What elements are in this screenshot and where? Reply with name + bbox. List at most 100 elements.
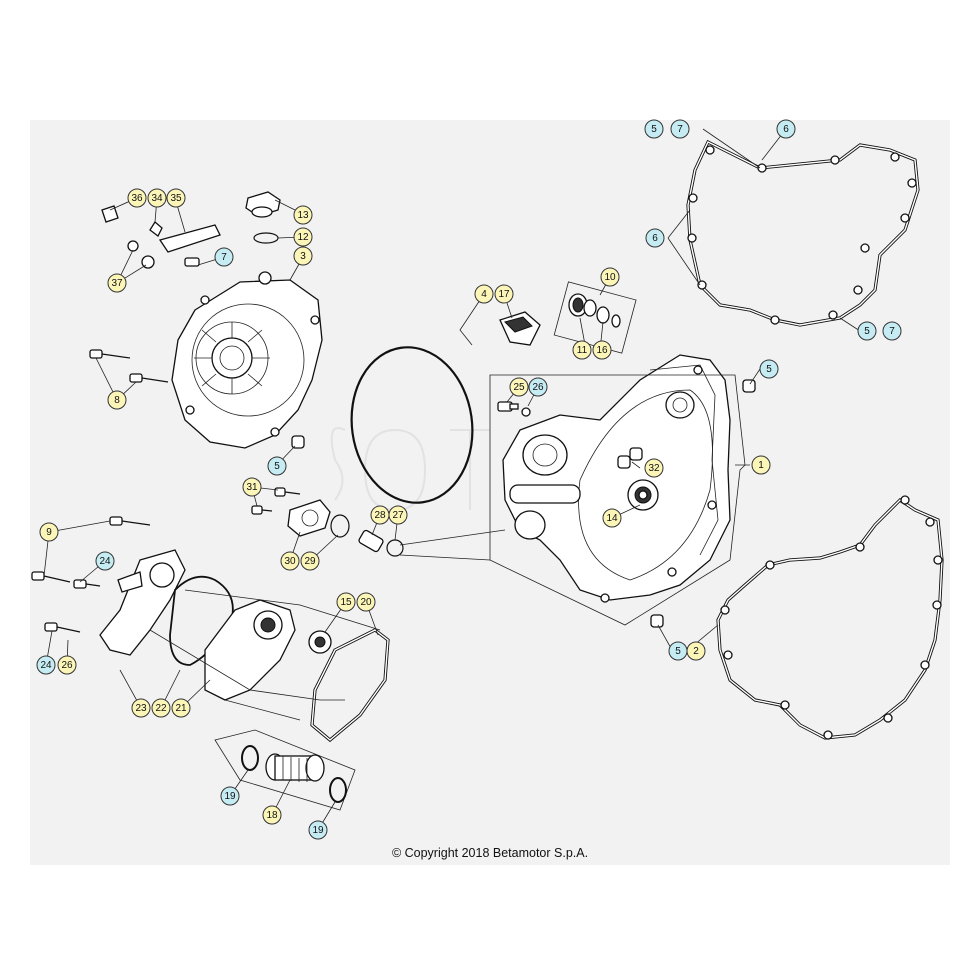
callout-9: 9 (39, 522, 59, 542)
callout-27: 27 (388, 505, 408, 525)
callout-20: 20 (356, 592, 376, 612)
callout-6: 6 (645, 228, 665, 248)
group-bracket-1 (489, 374, 746, 626)
callout-7: 7 (670, 119, 690, 139)
callout-5: 5 (668, 641, 688, 661)
callout-number: 5 (675, 646, 681, 657)
callout-14: 14 (602, 508, 622, 528)
callout-12: 12 (293, 227, 313, 247)
callout-number: 14 (606, 513, 618, 524)
dowel-32 (617, 447, 643, 469)
callout-number: 17 (498, 289, 510, 300)
pump-cover-23 (99, 549, 186, 656)
callout-5: 5 (759, 359, 779, 379)
callout-18: 18 (262, 805, 282, 825)
callout-31: 31 (242, 477, 262, 497)
callout-number: 6 (652, 233, 658, 244)
callout-number: 19 (312, 825, 324, 836)
callout-30: 30 (280, 551, 300, 571)
pump-housing-30 (287, 499, 350, 538)
impeller-shaft-28 (358, 529, 404, 557)
callout-number: 8 (114, 395, 120, 406)
watermark-graphic (330, 427, 490, 512)
group-bracket-18 (214, 729, 356, 811)
ignition-cover-3 (171, 271, 323, 449)
callout-35: 35 (166, 188, 186, 208)
callout-7: 7 (882, 321, 902, 341)
bolts-9 (31, 516, 151, 583)
bearing-18 (265, 753, 325, 782)
callout-10: 10 (600, 267, 620, 287)
callout-number: 15 (340, 597, 352, 608)
callout-37: 37 (107, 273, 127, 293)
callout-24: 24 (95, 551, 115, 571)
callout-number: 5 (274, 461, 280, 472)
callout-number: 5 (766, 364, 772, 375)
callout-number: 29 (304, 556, 316, 567)
callout-number: 4 (481, 289, 487, 300)
callout-2: 2 (686, 641, 706, 661)
callout-number: 6 (783, 124, 789, 135)
callout-19: 19 (220, 786, 240, 806)
gasket-2 (716, 495, 944, 740)
callout-number: 26 (532, 382, 544, 393)
callout-number: 22 (155, 703, 167, 714)
callout-number: 23 (135, 703, 147, 714)
callout-number: 25 (513, 382, 525, 393)
callout-number: 7 (889, 326, 895, 337)
callout-32: 32 (644, 458, 664, 478)
callout-number: 32 (648, 463, 660, 474)
callout-22: 22 (151, 698, 171, 718)
callout-number: 12 (297, 232, 309, 243)
pump-body-21 (204, 599, 296, 701)
bushing-5-c (291, 435, 305, 449)
bearing-14 (627, 479, 659, 511)
callout-number: 31 (246, 482, 258, 493)
callout-number: 3 (300, 251, 306, 262)
callout-11: 11 (572, 340, 592, 360)
callout-labels: 1234555556677789101112131415161718191920… (36, 119, 902, 840)
oil-cap-13 (245, 191, 281, 218)
callout-number: 24 (40, 660, 52, 671)
bushing-5-b (650, 614, 664, 628)
callout-5: 5 (857, 321, 877, 341)
callout-1: 1 (751, 455, 771, 475)
callout-23: 23 (131, 698, 151, 718)
callout-number: 5 (651, 124, 657, 135)
o-ring-4 (350, 346, 474, 504)
callout-number: 20 (360, 597, 372, 608)
callout-number: 19 (224, 791, 236, 802)
callout-5: 5 (644, 119, 664, 139)
callout-number: 26 (61, 660, 73, 671)
callout-number: 18 (266, 810, 278, 821)
callout-4: 4 (474, 284, 494, 304)
plug-group-10 (553, 281, 637, 354)
ring-19-b (329, 777, 347, 803)
callout-number: 1 (758, 460, 764, 471)
callout-number: 30 (284, 556, 296, 567)
callout-17: 17 (494, 284, 514, 304)
callout-number: 13 (297, 210, 309, 221)
callout-number: 5 (864, 326, 870, 337)
copyright-notice: © Copyright 2018 Betamotor S.p.A. (391, 846, 589, 860)
callout-number: 24 (99, 556, 111, 567)
callout-number: 34 (151, 193, 163, 204)
callout-16: 16 (592, 340, 612, 360)
callout-7: 7 (214, 247, 234, 267)
callout-number: 28 (374, 510, 386, 521)
callout-number: 27 (392, 510, 404, 521)
callout-number: 2 (693, 646, 699, 657)
bolts-24 (44, 579, 101, 633)
breather-hose-35 (101, 205, 221, 269)
bolt-25 (497, 401, 531, 417)
clutch-cover-1 (502, 354, 731, 603)
callout-3: 3 (293, 246, 313, 266)
callout-29: 29 (300, 551, 320, 571)
callout-number: 37 (111, 278, 123, 289)
callout-19: 19 (308, 820, 328, 840)
callout-number: 21 (175, 703, 187, 714)
callout-5: 5 (267, 456, 287, 476)
callout-21: 21 (171, 698, 191, 718)
callout-26: 26 (528, 377, 548, 397)
bushing-5-a (742, 379, 756, 393)
